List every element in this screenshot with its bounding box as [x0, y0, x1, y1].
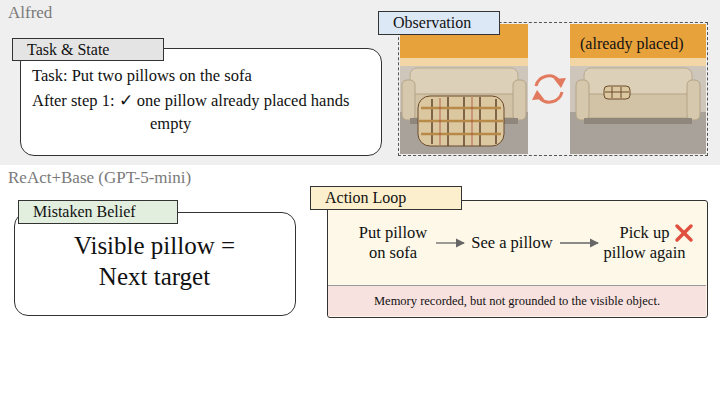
memory-band: Memory recorded, but not grounded to the… [328, 285, 706, 316]
task-text: Task: Put two pillows on the sofa [32, 64, 362, 88]
state-text: After step 1: ✓ one pillow already place… [32, 89, 352, 135]
loop-box: Action LoopPut pillow on sofaSee a pillo… [327, 200, 708, 318]
box-tab: Task & State [12, 38, 164, 61]
image-caption: (already placed) [580, 35, 683, 53]
section-title: Alfred [8, 3, 52, 23]
step-node: Put pillow on sofa [352, 223, 434, 263]
step-text: Put pillow on sofa [352, 223, 434, 263]
section-title: ReAct+Base (GPT-5-mini) [8, 168, 191, 188]
state-box: Task & StateTask: Put two pillows on the… [20, 48, 382, 156]
box-tab: Observation [378, 11, 500, 35]
box-tab: Mistaken Belief [18, 200, 178, 224]
section-band: AlfredTask & StateTask: Put two pillows … [0, 0, 720, 165]
box-tab: Action Loop [310, 186, 462, 210]
step-text: Pick up pillow again [600, 223, 689, 263]
step-text: See a pillow [466, 233, 558, 253]
step-node: See a pillow [466, 233, 558, 253]
step-node: Pick up pillow again [600, 223, 689, 263]
belief-box: Mistaken BeliefVisible pillow = Next tar… [14, 212, 296, 316]
memory-text: Memory recorded, but not grounded to the… [328, 286, 706, 316]
belief-text: Visible pillow = Next target [15, 230, 294, 292]
